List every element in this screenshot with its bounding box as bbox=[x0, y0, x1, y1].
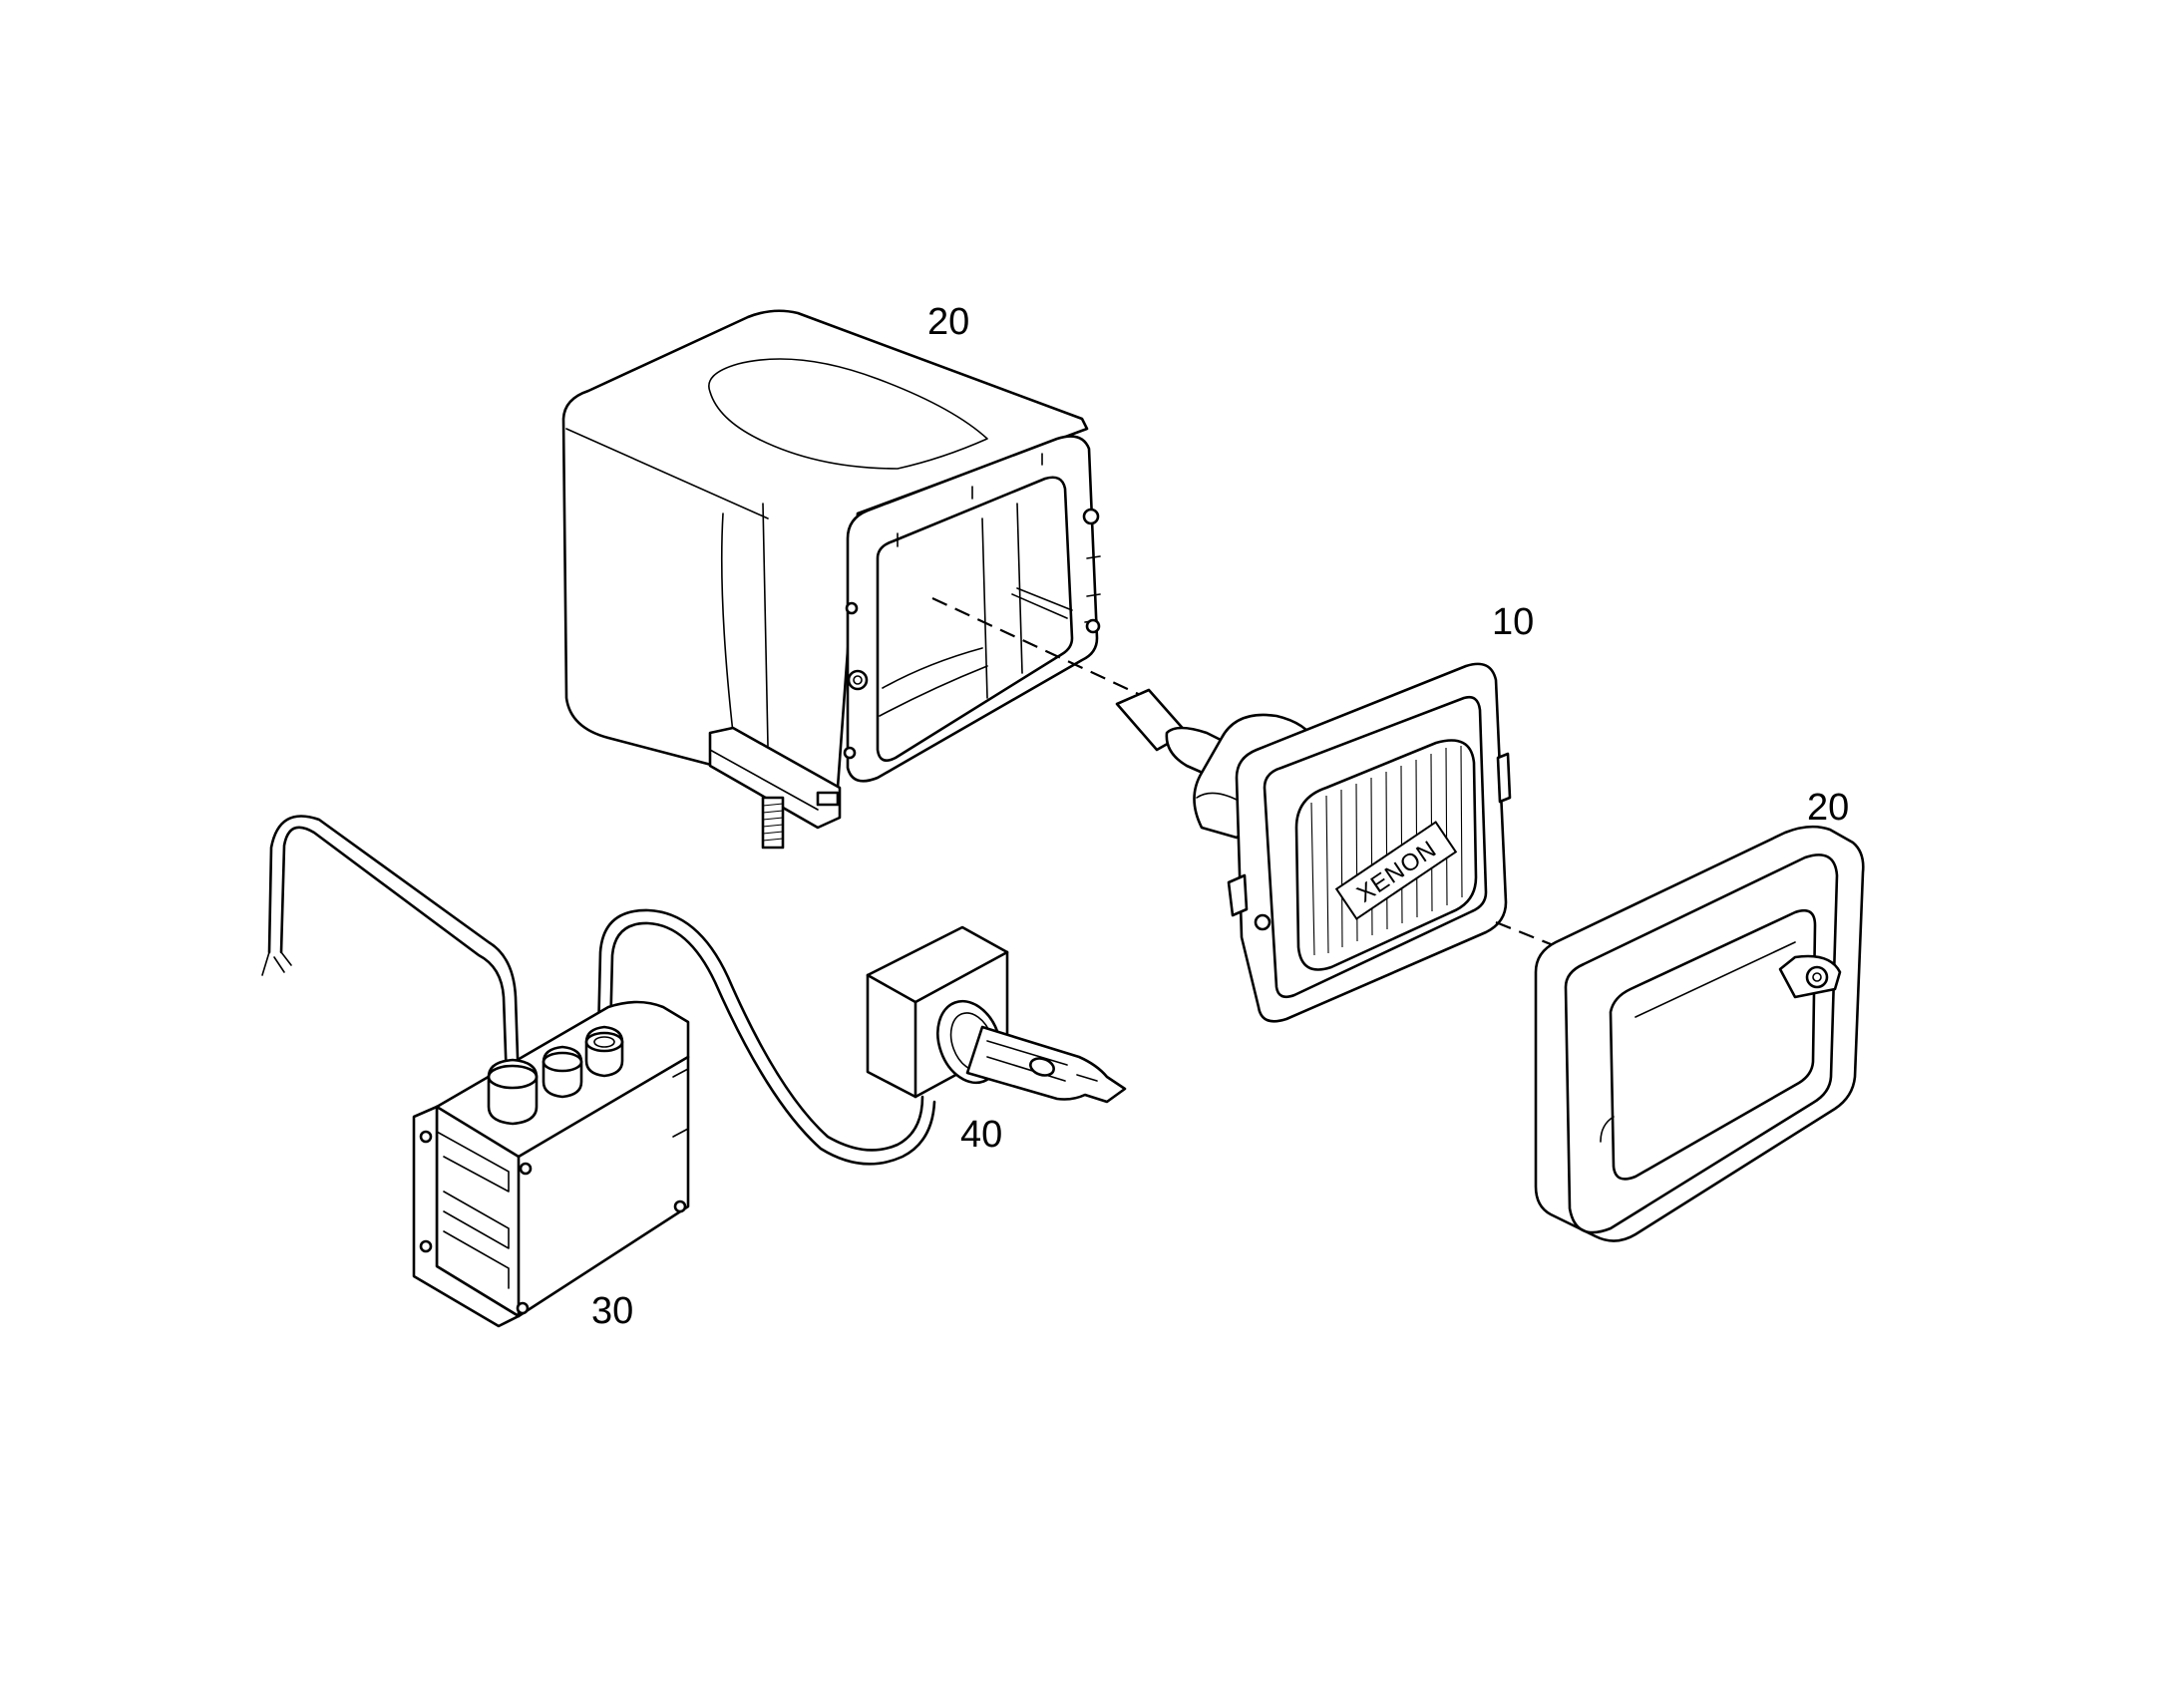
callout-lamp-insert: 10 bbox=[1492, 601, 1534, 643]
ballast-unit bbox=[261, 815, 936, 1328]
front-frame bbox=[1534, 825, 1865, 1242]
callout-front-frame: 20 bbox=[1807, 787, 1849, 829]
callout-ballast: 30 bbox=[591, 1290, 633, 1332]
lamp-insert: XENON bbox=[1115, 662, 1512, 1023]
callout-bulb: 40 bbox=[960, 1114, 1002, 1156]
lamp-housing bbox=[561, 309, 1101, 850]
assembly-axis-line bbox=[931, 597, 1148, 699]
xenon-bulb bbox=[866, 925, 1127, 1104]
callouts: 20 10 20 40 30 bbox=[591, 301, 1849, 1332]
callout-housing: 20 bbox=[927, 301, 969, 343]
